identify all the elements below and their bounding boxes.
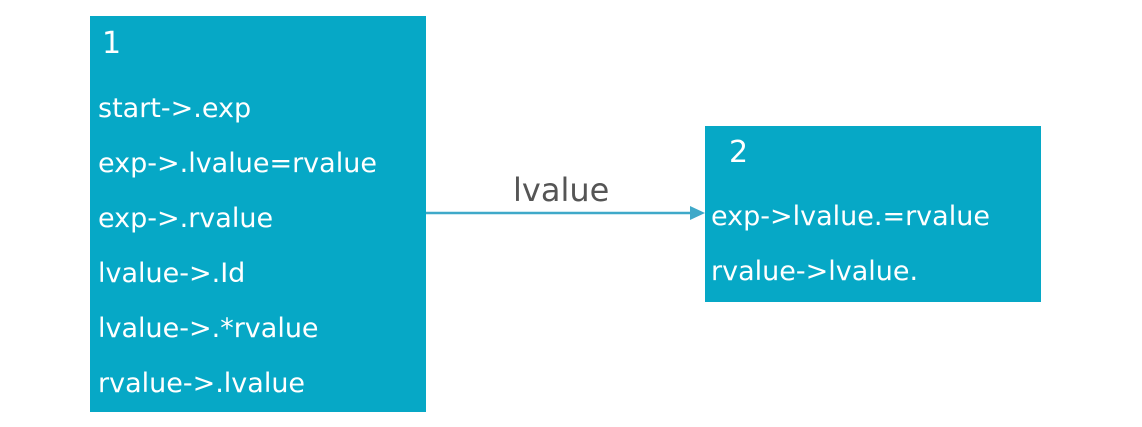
state-1-item: lvalue->.Id — [98, 258, 246, 289]
state-2-item: exp->lvalue.=rvalue — [711, 201, 990, 232]
state-1-item: lvalue->.*rvalue — [98, 313, 319, 344]
state-1-item: exp->.rvalue — [98, 203, 274, 234]
transition-label: lvalue — [513, 171, 610, 209]
state-2-number: 2 — [729, 135, 749, 170]
state-2-box: 2 exp->lvalue.=rvalue rvalue->lvalue. — [705, 126, 1041, 302]
state-1-number: 1 — [102, 26, 122, 61]
state-1-box: 1 start->.exp exp->.lvalue=rvalue exp->.… — [90, 16, 426, 412]
state-2-item: rvalue->lvalue. — [711, 256, 919, 287]
transition-arrowhead — [690, 206, 705, 220]
state-1-item: exp->.lvalue=rvalue — [98, 148, 377, 179]
state-1-item: rvalue->.lvalue — [98, 368, 306, 399]
state-1-item: start->.exp — [98, 93, 252, 124]
